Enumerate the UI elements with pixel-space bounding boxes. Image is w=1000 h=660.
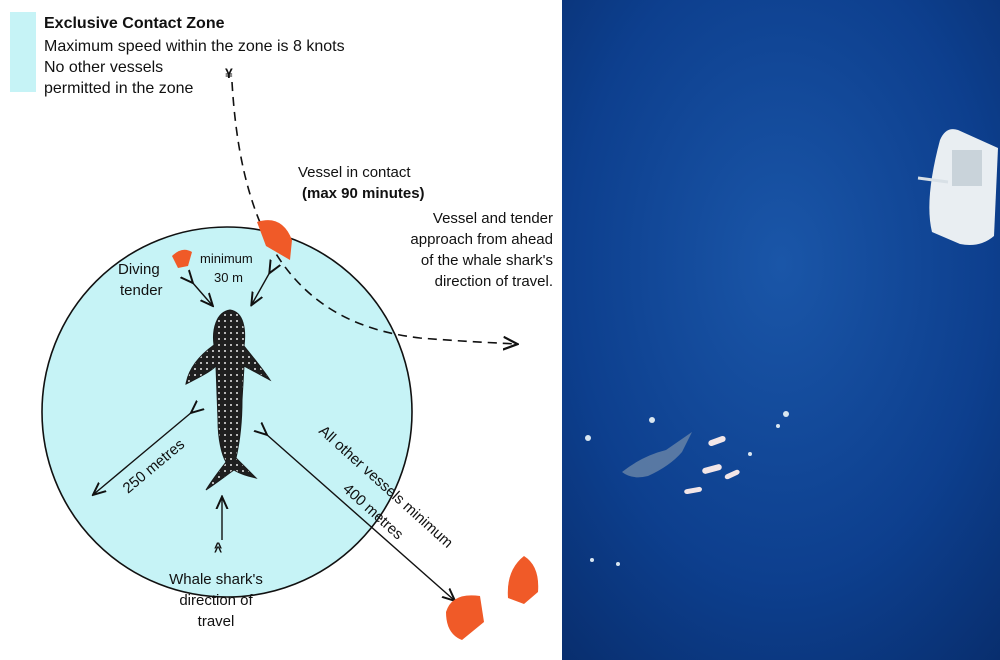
legend-line-permitted: permitted in the zone: [44, 80, 194, 97]
legend-line-speed: Maximum speed within the zone is 8 knots: [44, 38, 345, 55]
minimum-distance-label-1: minimum: [200, 251, 253, 266]
vessel-contact-label: Vessel in contact: [298, 164, 411, 181]
diving-tender-label-1: Diving: [118, 261, 160, 278]
shark-direction-label-1: Whale shark's: [169, 571, 263, 588]
swimmer-marker: [585, 435, 591, 441]
shark-direction-label-3: travel: [198, 613, 235, 630]
diving-tender-label-2: tender: [120, 282, 163, 299]
swimmer-marker: [776, 424, 780, 428]
swimmer-marker: [748, 452, 752, 456]
legend-title: Exclusive Contact Zone: [44, 15, 225, 32]
aerial-photo-svg: [562, 0, 1000, 660]
contact-zone-diagram: Exclusive Contact Zone Maximum speed wit…: [0, 0, 562, 660]
direction-chevrons-icon-2: ^: [214, 539, 222, 555]
swimmer-marker: [783, 411, 789, 417]
ocean-surface: [562, 0, 1000, 660]
approach-note-line-3: of the whale shark's: [421, 252, 553, 269]
approach-note-line-4: direction of travel.: [435, 273, 553, 290]
approach-start-chevrons-icon: ¥: [225, 65, 233, 81]
vessel-contact-duration-label: (max 90 minutes): [302, 185, 425, 202]
swimmer-marker: [616, 562, 620, 566]
other-vessel-boat-icon-2: [508, 556, 538, 604]
approach-note-line-1: Vessel and tender: [433, 210, 553, 227]
other-vessel-boat-icon: [446, 595, 484, 640]
legend-swatch: [10, 12, 36, 92]
approach-note-line-2: approach from ahead: [410, 231, 553, 248]
swimmer-marker: [649, 417, 655, 423]
shark-direction-label-2: direction of: [179, 592, 253, 609]
aerial-photo: [562, 0, 1000, 660]
legend-line-no-vessels: No other vessels: [44, 59, 163, 76]
minimum-distance-label-2: 30 m: [214, 270, 243, 285]
swimmer-marker: [590, 558, 594, 562]
diagram-svg: Exclusive Contact Zone Maximum speed wit…: [0, 0, 562, 660]
